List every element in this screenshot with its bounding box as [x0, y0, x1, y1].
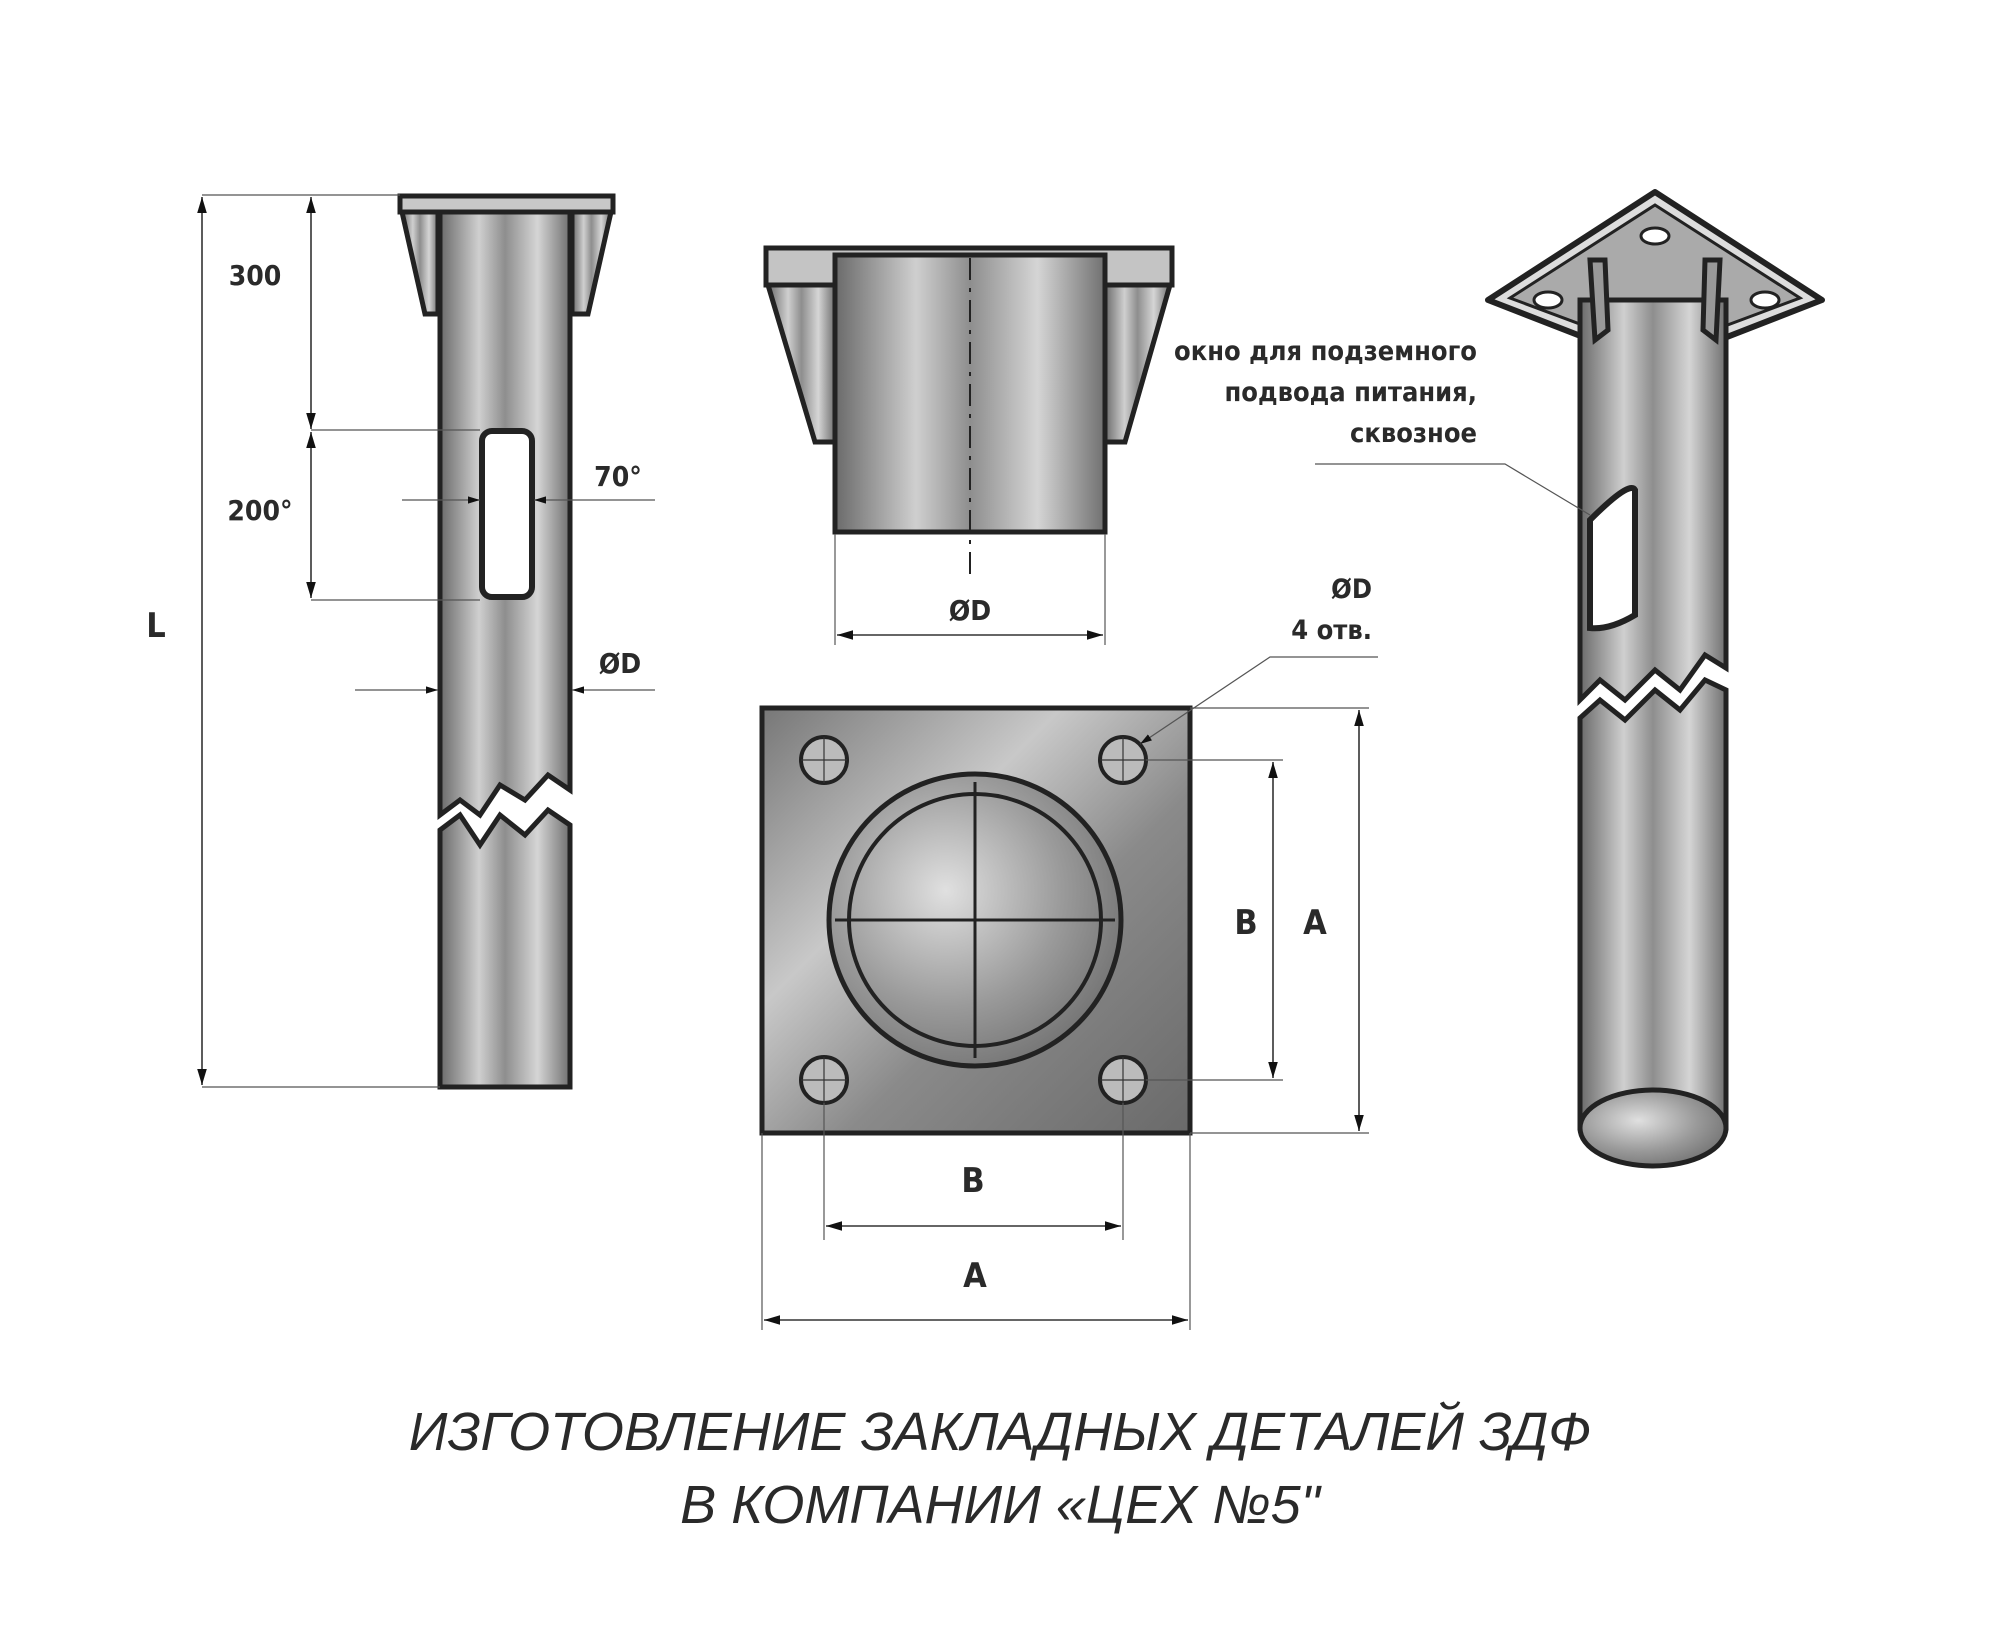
- iso-pipe-upper: [1577, 297, 1729, 707]
- annotation-line-1: окно для подземного: [1174, 336, 1477, 367]
- plate-outer-width-label: A: [963, 1256, 987, 1296]
- window-height-label: 200°: [227, 494, 292, 527]
- top-offset-label: 300: [229, 259, 282, 292]
- iso-pipe-lower: [1577, 676, 1729, 1131]
- plate-inner-width-label: B: [961, 1161, 984, 1201]
- hole-count-label: 4 отв.: [1291, 615, 1372, 646]
- plate-inner-height-label: B: [1234, 903, 1257, 943]
- hole-diameter-label: ØD: [1331, 574, 1372, 605]
- plate-outer-height-label: A: [1303, 903, 1327, 943]
- pipe-diameter-label: ØD: [599, 647, 641, 680]
- annotation-line-3: сквозное: [1350, 418, 1477, 449]
- length-label: L: [146, 606, 166, 646]
- flange-gusset-left: [764, 282, 838, 445]
- title-line-2: В КОМПАНИИ «ЦЕХ №5": [680, 1475, 1322, 1535]
- flange-gusset-right: [1102, 282, 1174, 445]
- gusset-right: [569, 209, 615, 317]
- annotation-line-2: подвода питания,: [1224, 377, 1477, 408]
- flange-view: ØD: [763, 245, 1175, 645]
- plate-view: B A B A ØD 4 отв.: [759, 574, 1378, 1330]
- side-view-dimensions: L 300 200° 70° ØD: [146, 194, 655, 1088]
- title-line-1: ИЗГОТОВЛЕНИЕ ЗАКЛАДНЫХ ДЕТАЛЕЙ ЗДФ: [409, 1401, 1591, 1462]
- window-width-label: 70°: [594, 460, 642, 493]
- side-view-pipe: [397, 193, 616, 1090]
- iso-pipe-end: [1577, 1087, 1729, 1169]
- gusset-left: [398, 209, 441, 317]
- iso-cable-window: [1587, 485, 1638, 632]
- isometric-view: окно для подземного подвода питания, скв…: [1174, 189, 1825, 1169]
- cable-window: [479, 428, 535, 600]
- pipe-lower: [437, 806, 573, 1090]
- flange-diameter-label: ØD: [949, 594, 991, 627]
